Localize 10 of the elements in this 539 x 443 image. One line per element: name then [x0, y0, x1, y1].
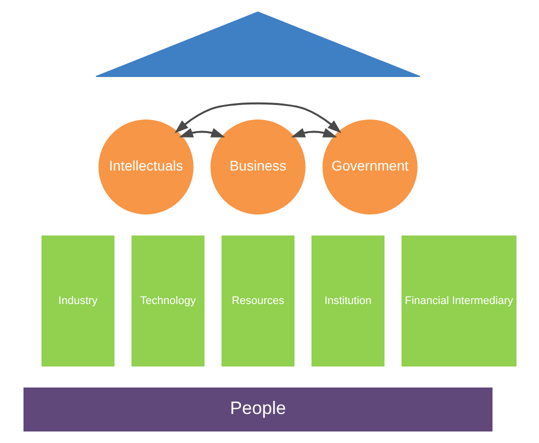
node-box: People — [23, 388, 492, 432]
node-box: Resources — [221, 236, 294, 366]
node-box: Institution — [311, 236, 384, 366]
node-box: Industry — [41, 236, 114, 366]
arrow — [290, 128, 337, 138]
arrow — [178, 128, 225, 138]
arrow — [174, 102, 341, 134]
node-triangle — [95, 11, 420, 77]
node-box: Technology — [131, 236, 204, 366]
node-box: Financial Intermediary — [401, 236, 516, 366]
